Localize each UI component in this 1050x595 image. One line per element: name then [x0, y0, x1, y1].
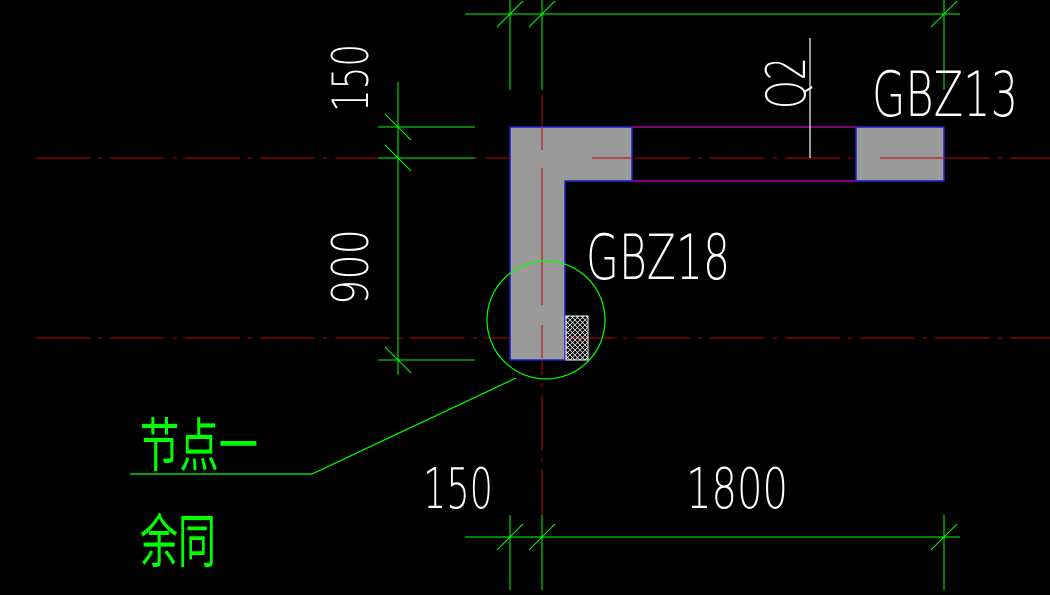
wall-column-gbz18 [509, 126, 633, 361]
dim-text-left-150: 150 [322, 44, 380, 112]
detail-leader-line [130, 377, 517, 475]
wall-column-gbz13 [855, 126, 945, 182]
axis-overlay [541, 128, 944, 358]
dim-tick [496, 0, 524, 28]
dim-text-left-900: 900 [322, 229, 380, 305]
dim-tick [930, 523, 958, 551]
dim-tick [528, 523, 556, 551]
dim-tick [384, 144, 412, 172]
hatched-block [565, 315, 589, 361]
annotation-line-2: 余同 [140, 508, 216, 576]
dim-text-bottom-150: 150 [423, 457, 493, 522]
dim-tick [528, 0, 556, 28]
annotation-line-1: 节点一 [140, 412, 258, 480]
dimension-lines [378, 0, 960, 590]
dim-tick [384, 113, 412, 141]
dim-tick [930, 0, 958, 28]
label-gbz18: GBZ18 [586, 221, 730, 294]
label-gbz13: GBZ13 [872, 58, 1018, 131]
label-q2: Q2 [755, 57, 818, 109]
dim-tick [496, 523, 524, 551]
dim-tick [384, 346, 412, 374]
dim-text-bottom-1800: 1800 [686, 457, 788, 522]
detail-circle [486, 260, 606, 380]
